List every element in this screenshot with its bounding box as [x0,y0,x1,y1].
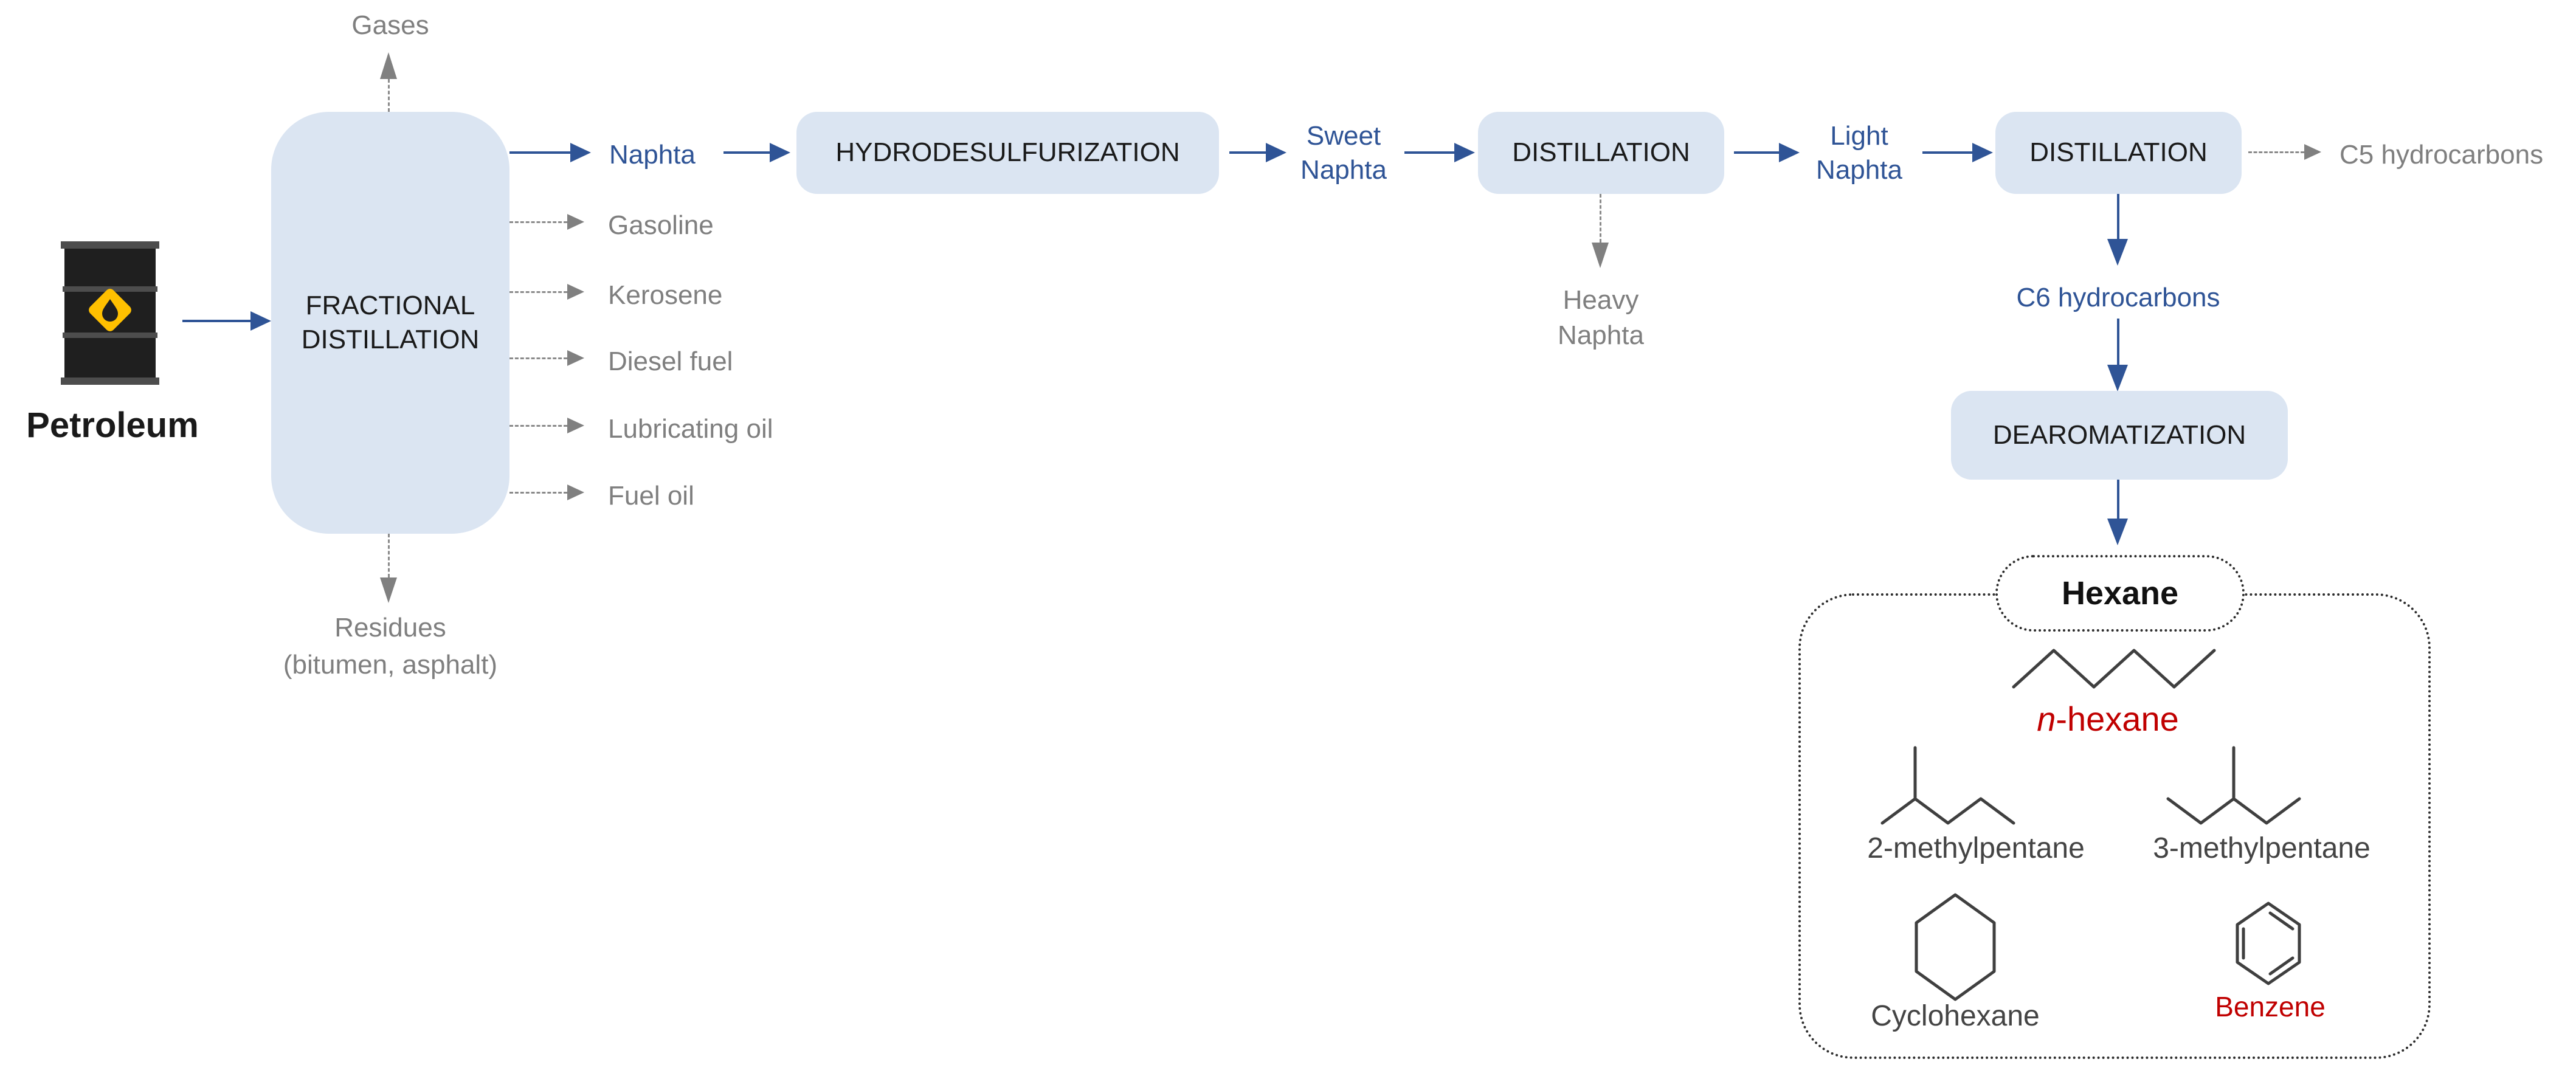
arrow-dearomatization-to-hexane [2117,480,2119,519]
naphta-label: Naphta [609,140,696,170]
arrow-dist1-to-heavy-naphta [1600,194,1601,243]
2-methylpentane-label: 2-methylpentane [1867,832,2085,864]
arrowhead [1266,143,1286,162]
arrow-c6-to-dearomatization [2117,319,2119,365]
light-naphta-label: Light Naphta [1816,121,1902,185]
dearomatization-box: DEAROMATIZATION [1951,391,2288,480]
fractional-distillation-box: FRACTIONAL DISTILLATION [271,112,509,534]
arrowhead [2304,144,2321,160]
benzene-label: Benzene [2215,991,2326,1022]
arrow-fd-to-diesel [509,357,567,359]
arrow-sweet-naphta-to-dist1 [1404,151,1454,154]
diesel-fuel-label: Diesel fuel [608,346,733,376]
arrow-fd-to-fuel-oil [509,492,567,494]
arrow-light-naphta-to-dist2 [1922,151,1972,154]
arrowhead [567,284,584,300]
arrowhead [567,484,584,500]
lubricating-oil-label: Lubricating oil [608,414,773,444]
cyclohexane-label: Cyclohexane [1871,1000,2040,1032]
oil-barrel-icon [61,241,159,385]
kerosene-label: Kerosene [608,280,723,310]
sweet-naphta-label: Sweet Naphta [1300,121,1387,185]
arrowhead [567,214,584,230]
arrow-fd-to-naphta [509,151,570,154]
distillation2-box: DISTILLATION [1995,112,2242,194]
c6-hydrocarbons-label: C6 hydrocarbons [2016,283,2220,312]
arrow-fd-to-residues [388,534,390,577]
arrow-dist2-to-c6 [2117,194,2119,239]
arrowhead [567,350,584,366]
n-hexane-suffix: -hexane [2056,700,2179,738]
hexane-isomers-group [1798,593,2431,1059]
cyclohexane-structure [1915,893,1996,1001]
3-methylpentane-label: 3-methylpentane [2153,832,2371,864]
arrowhead [1454,143,1475,162]
benzene-structure [2236,901,2301,985]
heavy-naphta-label: Heavy Naphta [1558,285,1644,350]
gases-label: Gases [351,10,429,40]
arrow-fd-to-kerosene [509,291,567,293]
arrow-fd-to-gases [388,79,390,112]
fuel-oil-label: Fuel oil [608,481,694,511]
arrowhead [380,52,397,79]
arrow-petroleum-to-fd [182,320,250,322]
arrowhead [570,143,591,162]
arrowhead [1972,143,1993,162]
3-methylpentane-structure [2166,746,2301,825]
n-hexane-structure [2012,649,2216,689]
petroleum-label: Petroleum [26,405,199,445]
arrow-dist2-to-c5 [2248,151,2304,153]
residues-label: Residues [334,613,446,643]
hydrodesulfurization-box: HYDRODESULFURIZATION [796,112,1219,194]
c5-hydrocarbons-label: C5 hydrocarbons [2339,140,2544,170]
2-methylpentane-structure [1880,746,2015,825]
hexane-node: Hexane [1995,555,2245,632]
n-hexane-label: n-hexane [1986,698,2229,740]
arrowhead [2107,365,2128,391]
arrowhead [250,311,271,331]
arrow-fd-to-gasoline [509,221,567,223]
arrowhead [567,418,584,433]
arrow-hds-to-sweet-naphta [1229,151,1266,154]
residues-sublabel: (bitumen, asphalt) [283,650,498,680]
arrowhead [1779,143,1800,162]
arrowhead [380,577,397,603]
n-hexane-prefix: n [2037,700,2056,738]
arrowhead [770,143,790,162]
arrow-naphta-to-hds [723,151,770,154]
distillation1-box: DISTILLATION [1478,112,1724,194]
arrowhead [1592,243,1609,268]
gasoline-label: Gasoline [608,210,714,240]
arrowhead [2107,239,2128,266]
arrow-dist1-to-light-naphta [1734,151,1779,154]
arrowhead [2107,519,2128,545]
arrow-fd-to-lubricating-oil [509,425,567,427]
